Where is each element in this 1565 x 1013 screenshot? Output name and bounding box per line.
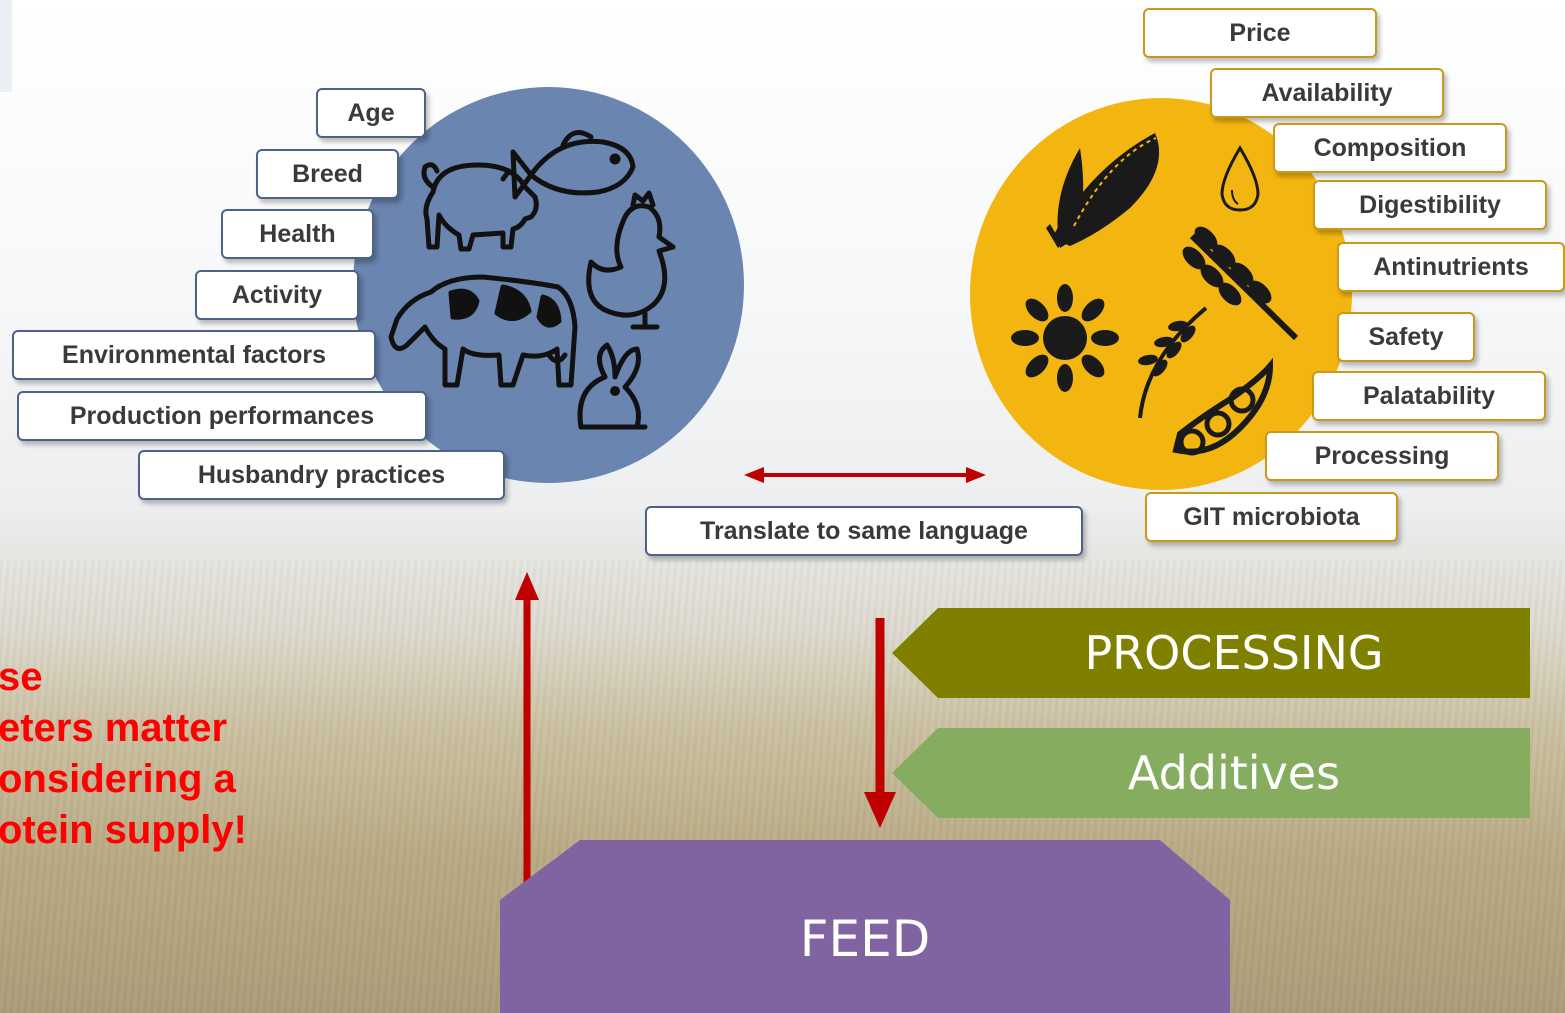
- processing-label: PROCESSING: [1084, 626, 1384, 680]
- highlight-message: se eters matter onsidering a otein supply!: [0, 652, 520, 856]
- factor-safety: Safety: [1337, 312, 1475, 362]
- factor-production: Production performances: [17, 391, 427, 441]
- rabbit-icon: [577, 342, 648, 430]
- droplet-icon: [1220, 145, 1260, 212]
- additives-label: Additives: [1127, 746, 1341, 800]
- soybean-pod-icon: [1172, 357, 1274, 456]
- factor-husbandry: Husbandry practices: [138, 450, 505, 500]
- translate-label: Translate to same language: [645, 506, 1083, 556]
- sunflower-icon: [1011, 284, 1119, 392]
- cow-icon: [388, 274, 578, 388]
- message-line-3: onsidering a: [0, 757, 236, 801]
- factor-price: Price: [1143, 8, 1377, 58]
- message-line-2: eters matter: [0, 706, 228, 750]
- factor-health: Health: [221, 209, 374, 259]
- up-arrow-icon: [515, 572, 539, 900]
- hen-icon: [586, 190, 676, 330]
- feed-block: FEED: [500, 840, 1230, 1013]
- factor-antinutrients: Antinutrients: [1337, 242, 1565, 292]
- factor-digestibility: Digestibility: [1313, 180, 1547, 230]
- factor-palatability: Palatability: [1312, 371, 1546, 421]
- factor-composition: Composition: [1273, 123, 1507, 173]
- fish-icon: [510, 130, 636, 200]
- factor-breed: Breed: [256, 149, 399, 199]
- factor-age: Age: [316, 88, 426, 138]
- factor-processing: Processing: [1265, 431, 1499, 481]
- factor-environmental: Environmental factors: [12, 330, 376, 380]
- factor-activity: Activity: [195, 270, 359, 320]
- double-arrow-icon: [744, 467, 986, 483]
- factor-availability: Availability: [1210, 68, 1444, 118]
- processing-banner: PROCESSING: [892, 608, 1530, 698]
- feed-label: FEED: [799, 910, 931, 968]
- factor-git-microbiota: GIT microbiota: [1145, 492, 1398, 542]
- wheat-sprig-icon: [1138, 306, 1208, 419]
- down-arrow-icon: [864, 618, 896, 828]
- additives-banner: Additives: [892, 728, 1530, 818]
- wheat-icon: [1182, 226, 1299, 341]
- pig-icon: [421, 162, 539, 252]
- corner-panel: [0, 0, 12, 92]
- corn-icon: [1046, 133, 1160, 248]
- message-line-1: se: [0, 655, 43, 699]
- message-line-4: otein supply!: [0, 808, 247, 852]
